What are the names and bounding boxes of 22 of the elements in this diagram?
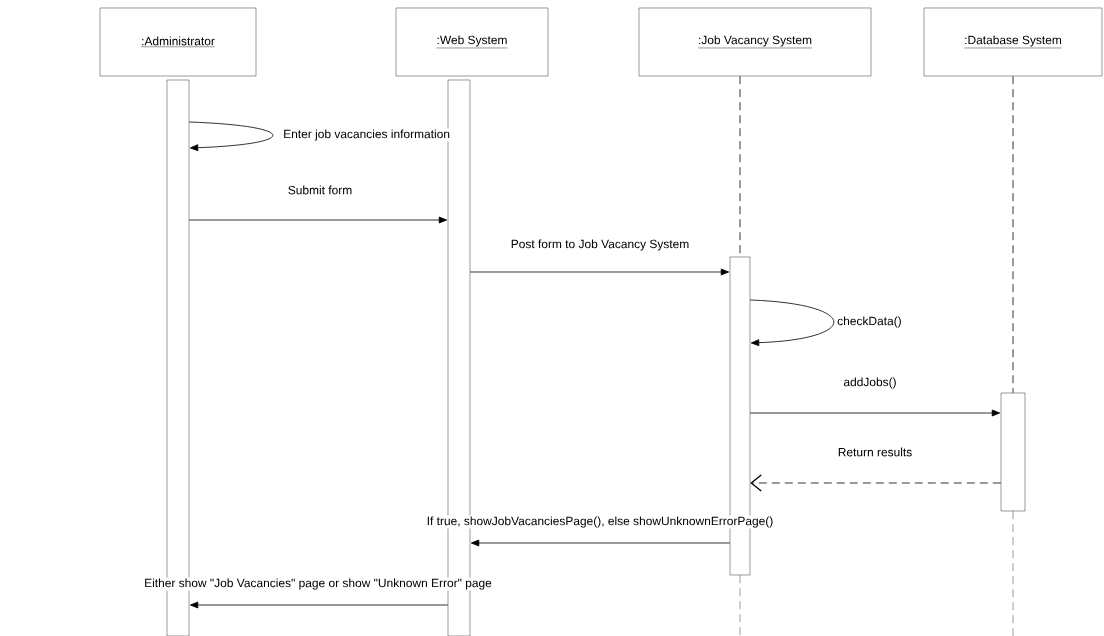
- message-label: Submit form: [286, 184, 354, 196]
- return-message-arrow: [750, 474, 1002, 492]
- lifeline-header-box: :Database System: [923, 7, 1103, 77]
- message-arrow: [189, 601, 449, 609]
- lifeline-header-box: :Job Vacancy System: [638, 7, 872, 77]
- message-label: checkData(): [836, 315, 903, 329]
- self-message-arrow: [749, 299, 835, 347]
- message-label: Either show "Job Vacancies" page or show "Unknown Error" page: [143, 577, 493, 591]
- message-arrow: [188, 216, 448, 224]
- message-label: Enter job vacancies information: [282, 128, 451, 142]
- message-label: Return results: [836, 446, 914, 458]
- message-label: If true, showJobVacanciesPage(), else showUnknownErrorPage(): [425, 515, 775, 529]
- message-label: Post form to Job Vacancy System: [509, 238, 691, 252]
- message-arrow: [749, 409, 1001, 417]
- message-arrow: [470, 539, 731, 547]
- activation-bar: [1000, 392, 1026, 512]
- message-arrow: [469, 268, 730, 276]
- lifeline-header-box: :Administrator: [99, 7, 257, 77]
- lifeline: [1012, 75, 1014, 394]
- message-label: addJobs(): [842, 376, 898, 390]
- lifeline-header-box: :Web System: [395, 7, 549, 77]
- self-message-arrow: [188, 121, 274, 152]
